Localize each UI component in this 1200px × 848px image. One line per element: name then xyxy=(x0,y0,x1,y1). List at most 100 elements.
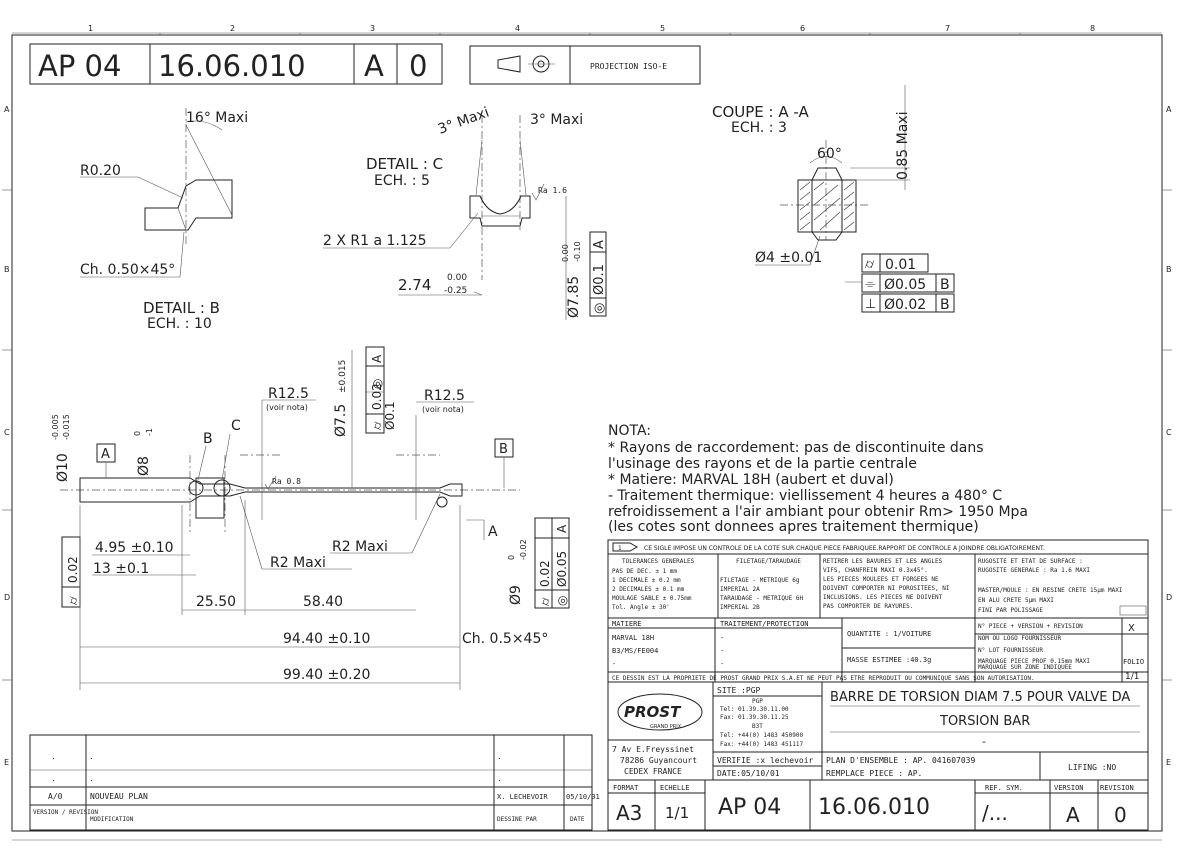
dim-25-50: 25.50 xyxy=(196,594,236,610)
main-fcf1-symbol: ⌭ xyxy=(370,421,384,430)
title-block: 1 CE SIGLE IMPOSE UN CONTROLE DE LA COTE… xyxy=(607,539,1149,831)
main-d9: Ø9 xyxy=(508,585,524,605)
section-tol-row-2-value: Ø0.02 xyxy=(884,297,926,313)
bavures-line: PAS COMPORTER DE RAYURES. xyxy=(823,603,913,610)
detail-b-scale: ECH. : 10 xyxy=(147,316,212,332)
rug-line: RUGOSITE GENERALE : Ra 1.6 MAXI xyxy=(978,567,1090,574)
dim-4-95: 4.95 ±0.10 xyxy=(95,540,174,556)
logo-sub: GRAND PRIX xyxy=(650,724,682,730)
main-roughness: Ra 0.8 xyxy=(272,477,301,486)
rev-row-modification: . xyxy=(90,752,93,762)
row-marker: D xyxy=(1166,593,1172,602)
revision: 0 xyxy=(1114,803,1127,827)
detail-c-radii: 2 X R1 a 1.125 xyxy=(323,233,427,249)
matiere-line: - xyxy=(612,660,616,668)
col-marker: 5 xyxy=(660,24,665,33)
section-tolerance-frames: ⌭ 0.01 ⌯ Ø0.05 B ⊥ Ø0.02 B xyxy=(845,253,955,313)
dimension-lines xyxy=(79,500,461,690)
row-marker: A xyxy=(4,105,10,114)
detail-b-chamfer: Ch. 0.50×45° xyxy=(80,262,175,278)
col-marker: 3 xyxy=(370,24,375,33)
main-cut-a: A xyxy=(488,524,498,540)
nota-line: (les cotes sont donnees apres traitement… xyxy=(608,519,979,535)
section-title: COUPE : A -A xyxy=(712,103,809,121)
bavures-line: VIFS, CHANFREIN MAXI 0.3x45°. xyxy=(823,567,928,574)
detail-c-dim-tol-low: -0.25 xyxy=(444,286,467,296)
logo-text: PROST xyxy=(624,703,682,721)
row-marker: B xyxy=(4,265,10,274)
section-tol-row-2-symbol: ⊥ xyxy=(865,297,876,312)
format-label: FORMAT xyxy=(613,784,639,792)
header-code-letter: A xyxy=(364,49,384,83)
control-sigle-icon: 1 xyxy=(612,542,639,552)
main-fcf4-symbol: ◎ xyxy=(555,596,569,606)
detail-c-dim: 2.74 xyxy=(398,276,431,294)
bottom-code-prefix: AP 04 xyxy=(718,795,781,820)
detail-c-fcf xyxy=(589,231,607,317)
address-line: 78286 Guyancourt xyxy=(620,756,697,765)
echelle-label: ECHELLE xyxy=(660,784,690,792)
rev-row-version: . xyxy=(52,752,55,762)
header-code-number: 16.06.010 xyxy=(158,49,306,83)
main-fcf4-datum: A xyxy=(555,524,569,533)
traitement-head: TRAITEMENT/PROTECTION xyxy=(720,620,809,628)
main-fcf3-value: 0.02 xyxy=(538,560,552,587)
col-marker: 6 xyxy=(800,24,805,33)
dim-94-40: 94.40 ±0.10 xyxy=(283,631,370,647)
traitement-line: - xyxy=(720,647,724,655)
format: A3 xyxy=(616,801,642,825)
main-fcf4-value: Ø0.05 xyxy=(555,551,569,587)
col-marker: 2 xyxy=(230,24,235,33)
row-marker: A xyxy=(1166,105,1172,114)
datum-a: A xyxy=(101,447,110,462)
main-d8: Ø8 xyxy=(136,456,152,476)
tol-line: 1 DECIMALE ± 0.2 mm xyxy=(612,577,681,584)
row-marker: C xyxy=(1166,428,1172,437)
detail-b-view: 16° Maxi R0.20 Ch. 0.50×45° DETAIL : B E… xyxy=(80,108,248,332)
section-scale: ECH. : 3 xyxy=(731,120,787,136)
main-r2: R2 Maxi xyxy=(270,555,326,571)
torsion-bar-outline xyxy=(79,477,463,503)
echelle: 1/1 xyxy=(665,804,689,822)
main-chamfer: Ch. 0.5×45° xyxy=(462,631,548,647)
main-fcf1-value: 0.02 xyxy=(370,383,384,410)
filet-head: FILETAGE/TARAUDAGE xyxy=(736,558,801,565)
piece-line: MARQUAGE SUR ZONE INDIQUEE xyxy=(978,664,1072,671)
section-tol-row-0-symbol: ⌭ xyxy=(865,257,875,272)
detail-c-fcf-datum: A xyxy=(592,240,607,249)
lifing: LIFING :NO xyxy=(1068,763,1116,772)
title-sub: TORSION BAR xyxy=(939,714,1030,729)
nota-line: l'usinage des rayons et de la partie cen… xyxy=(608,456,917,472)
tol-line: Tol. Angle ± 30' xyxy=(612,604,670,611)
main-label-c: C xyxy=(231,418,241,434)
nota-line: refroidissement a l'air ambiant pour obt… xyxy=(608,504,1028,520)
date: DATE:05/10/01 xyxy=(717,769,780,778)
main-d10-tol2: -0.015 xyxy=(62,414,71,440)
masse: MASSE ESTIMEE :40.3g xyxy=(847,656,931,664)
tol-line: MOULAGE SABLE ± 0.75mm xyxy=(612,595,692,602)
traitement-line: - xyxy=(720,660,724,668)
main-d9-tol-up: 0 xyxy=(507,555,516,560)
contact-line: Tel: 01.39.30.11.00 xyxy=(720,706,789,713)
matiere-line: MARVAL 18H xyxy=(612,634,654,642)
main-label-b: B xyxy=(203,431,213,447)
rev-row-version: A/0 xyxy=(48,792,63,801)
projection-label: PROJECTION ISO-E xyxy=(590,62,667,71)
datum-b: B xyxy=(499,442,508,457)
section-a-a-view: COUPE : A -A ECH. : 3 60° 0.85 Maxi Ø4 ±… xyxy=(712,85,955,313)
main-d75-tol: ±0.015 xyxy=(338,360,348,393)
detail-c-scale: ECH. : 5 xyxy=(374,173,430,189)
svg-text:1: 1 xyxy=(618,545,622,552)
address-line: CEDEX FRANCE xyxy=(624,767,682,776)
main-part-view: Ø10 -0.005 -0.015 Ø8 0 -1 A B B C Ø7.5 ±… xyxy=(51,346,570,690)
ref-sym-label: REF. SYM. xyxy=(985,784,1023,792)
address-line: 7 Av E.Freyssinet xyxy=(612,745,694,754)
sigle-text: CE SIGLE IMPOSE UN CONTROLE DE LA COTE S… xyxy=(644,545,1045,552)
section-tol-row-1-symbol: ⌯ xyxy=(865,277,876,292)
main-fcf3-symbol: ⌭ xyxy=(538,597,552,606)
title-main: BARRE DE TORSION DIAM 7.5 POUR VALVE DA xyxy=(830,690,1130,705)
section-diam: Ø4 ±0.01 xyxy=(755,250,822,266)
col-marker: 7 xyxy=(945,24,950,33)
title-sub2: - xyxy=(982,735,986,748)
dim-13: 13 ±0.1 xyxy=(93,561,149,577)
